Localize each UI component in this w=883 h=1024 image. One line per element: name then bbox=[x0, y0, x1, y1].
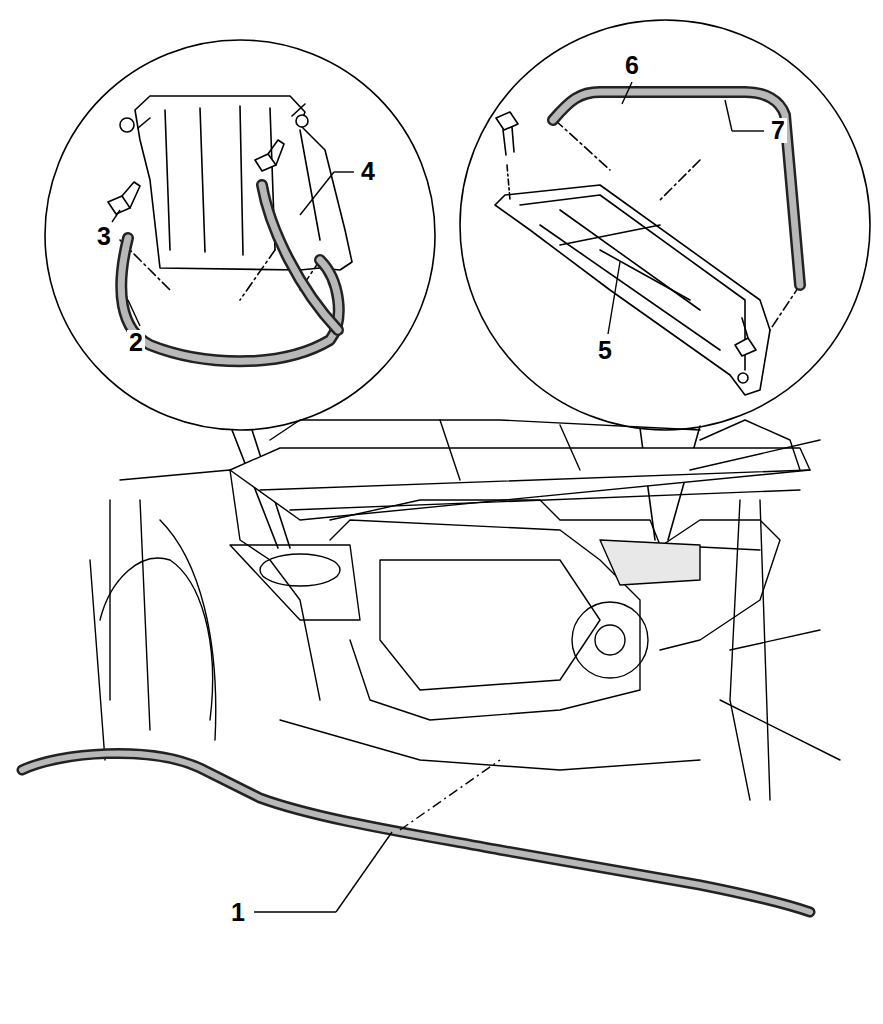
callout-number: 2 bbox=[127, 330, 145, 355]
callout-number: 5 bbox=[596, 338, 614, 363]
callout-number: 7 bbox=[769, 118, 787, 143]
callout-number: 3 bbox=[95, 224, 113, 249]
callout-number: 6 bbox=[623, 53, 641, 78]
callout-number: 1 bbox=[229, 900, 247, 925]
callout-number: 4 bbox=[359, 159, 377, 184]
